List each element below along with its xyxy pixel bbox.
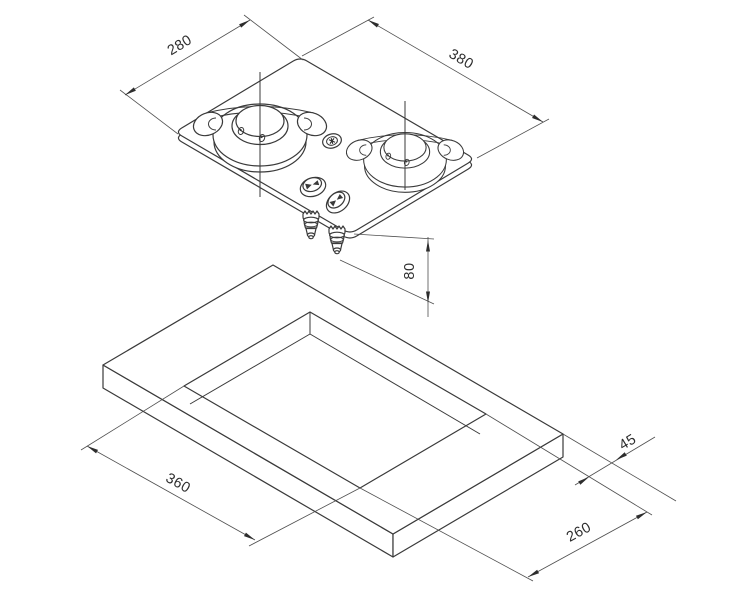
gas-hob <box>177 58 473 255</box>
dimension-45: 45 <box>562 431 677 502</box>
worktop-slab <box>102 264 564 558</box>
spark-icon <box>328 137 336 145</box>
dim-label-380: 380 <box>446 46 476 73</box>
ignition-button <box>322 133 342 149</box>
gas-fitting-right <box>328 225 346 255</box>
dim-label-45: 45 <box>616 431 639 454</box>
dimension-80: 80 <box>339 233 435 317</box>
dim-label-360: 360 <box>163 470 193 497</box>
gas-fitting-left <box>302 210 320 240</box>
cutout-inner-right-edge <box>309 333 481 435</box>
dim-label-280: 280 <box>165 32 195 59</box>
dim-label-80: 80 <box>402 262 418 279</box>
dim-label-260: 260 <box>564 519 594 545</box>
cutout-inner-left-edge <box>189 333 311 405</box>
